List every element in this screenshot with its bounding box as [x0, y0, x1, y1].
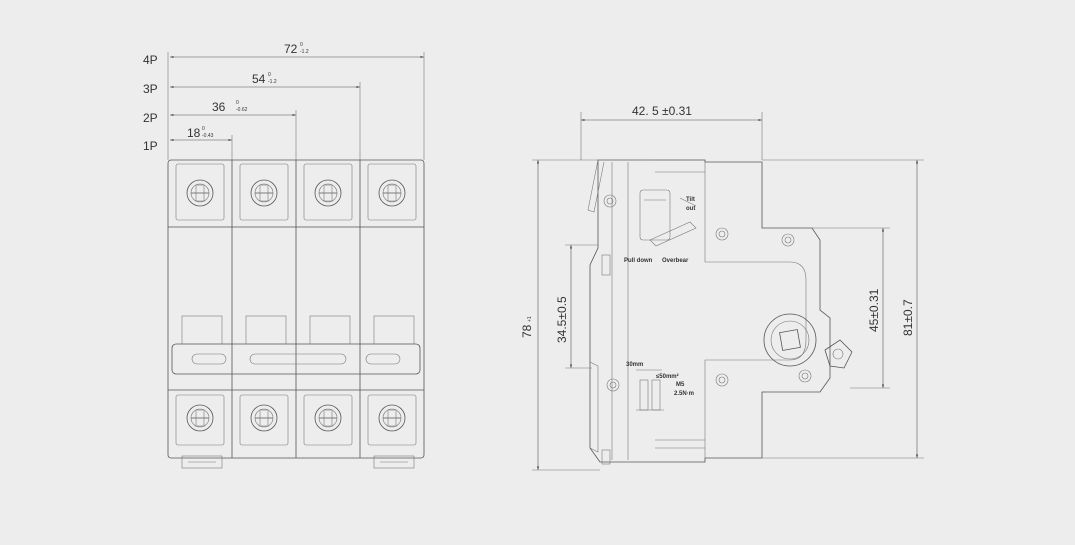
- label-tilt: Tilt: [686, 197, 695, 203]
- label-screw: M5: [676, 382, 685, 388]
- pole-label-1p: 1P: [143, 139, 158, 153]
- height-rail-value: 34.5±0.5: [555, 296, 569, 343]
- label-wire-length: 30mm: [626, 362, 643, 368]
- height-78-tol: +1: [527, 316, 533, 322]
- dim-54-tol-top: 0: [268, 72, 271, 78]
- dim-72-value: 72: [284, 42, 298, 56]
- dim-18-tol-top: 0: [202, 126, 205, 132]
- terminal-screw-icons-bottom: [186, 404, 406, 432]
- width-dimension-54: 54 0 -1.2: [170, 72, 360, 89]
- width-dimension-36: 36 0 -0.62: [170, 100, 296, 117]
- side-width-dimension: 42. 5 ±0.31: [580, 104, 763, 160]
- dim-18-tol-bottom: -0.43: [202, 133, 214, 139]
- pole-label-2p: 2P: [143, 111, 158, 125]
- height-body-value: 81±0.7: [901, 299, 915, 336]
- front-view: 4P 3P 2P 1P 72 0 -1.2 54 0 -1.2 36 0 -0.…: [143, 42, 425, 469]
- dim-54-value: 54: [252, 72, 266, 86]
- height-dimension-body: 81±0.7: [762, 159, 924, 459]
- dim-36-tol-top: 0: [236, 100, 239, 106]
- label-pull-down: Pull down: [624, 258, 653, 264]
- dim-54-tol-bottom: -1.2: [268, 79, 277, 85]
- height-dimension-78: 78 +1: [520, 159, 600, 471]
- side-width-value: 42. 5 ±0.31: [632, 104, 692, 118]
- side-view: 42. 5 ±0.31: [520, 104, 924, 471]
- pole-label-4p: 4P: [143, 53, 158, 67]
- label-overbear: Overbear: [662, 258, 689, 264]
- label-out: out: [686, 206, 695, 212]
- dim-72-tol-bottom: -1.2: [300, 49, 309, 55]
- label-torque: 2.5N·m: [674, 391, 694, 397]
- terminal-screw-icons-top: [186, 179, 406, 207]
- label-wire-size: ≤50mm²: [656, 373, 679, 380]
- dim-36-value: 36: [212, 100, 226, 114]
- height-78-value: 78: [520, 324, 534, 338]
- width-dimension-18: 18 0 -0.43: [170, 126, 232, 142]
- breaker-side-body: [587, 159, 853, 465]
- width-dimension-72: 72 0 -1.2: [170, 42, 424, 59]
- dim-72-tol-top: 0: [300, 42, 303, 48]
- height-center-value: 45±0.31: [867, 288, 881, 332]
- pole-label-3p: 3P: [143, 82, 158, 96]
- dim-36-tol-bottom: -0.62: [236, 107, 248, 113]
- breaker-front-body: [167, 159, 425, 469]
- height-dimension-rail: 34.5±0.5: [555, 244, 598, 369]
- dim-18-value: 18: [187, 126, 201, 140]
- height-dimension-center: 45±0.31: [812, 227, 890, 389]
